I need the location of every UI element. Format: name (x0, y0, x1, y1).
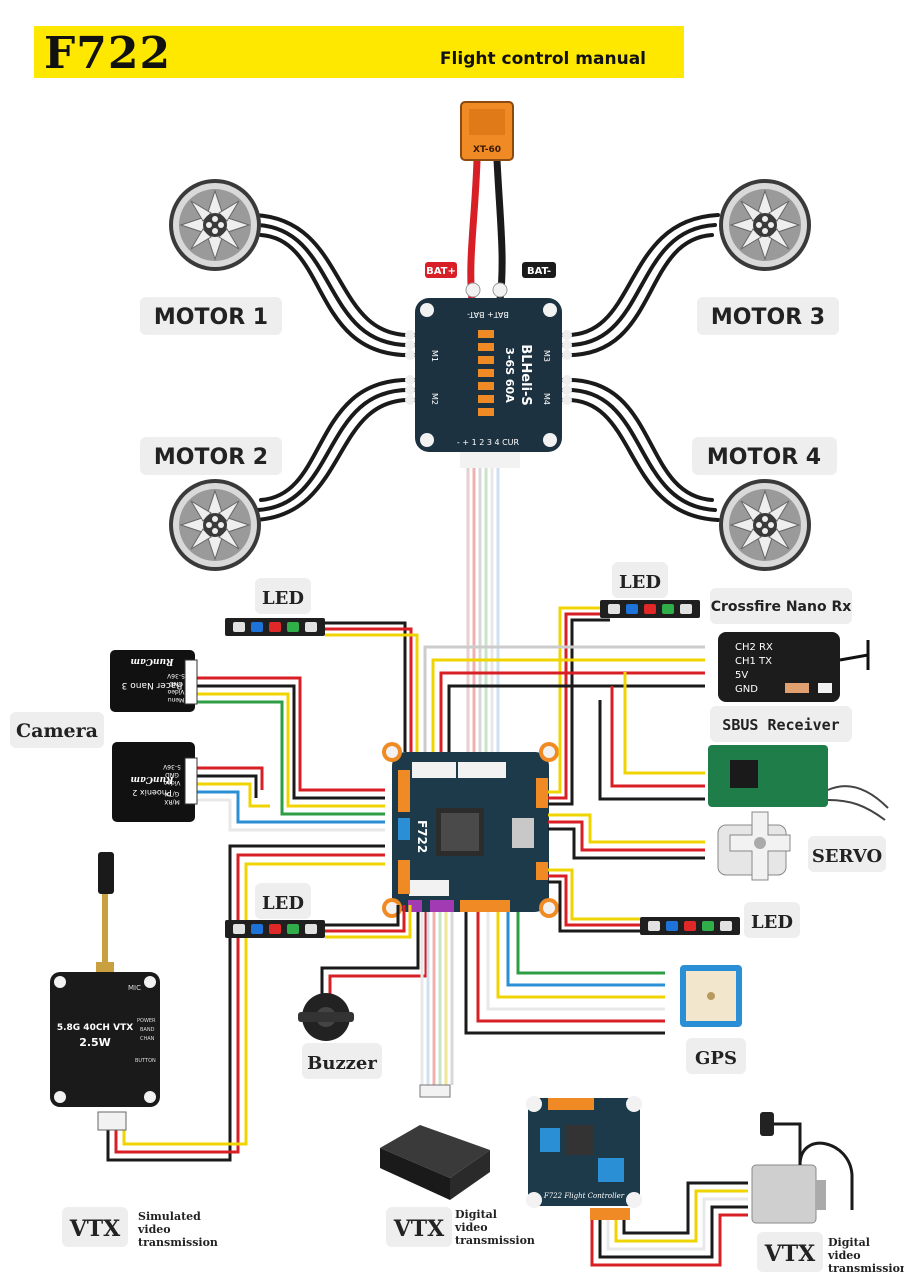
camera2-pin-4: M/RX (164, 798, 179, 805)
camera1-pin-3: Menu (168, 696, 185, 703)
camera2-brand: RunCam (130, 774, 174, 784)
camera2-pin-1: GND (165, 771, 179, 778)
vtx-side-0: POWER (137, 1018, 156, 1024)
buzzer-icon (298, 993, 354, 1041)
crossfire-pin-2: 5V (735, 670, 748, 681)
gps-wires (464, 912, 665, 1035)
vtx-label-digital-1: VTX (393, 1216, 445, 1242)
camera2-model: Phoenix 2 (132, 788, 171, 797)
caption-simulated: Simulated video transmission (138, 1210, 218, 1249)
esc-ribbon-cable (466, 468, 500, 760)
buzzer-wires (320, 912, 428, 1000)
camera-phoenix-2 (112, 742, 198, 822)
bat-minus-badge (522, 262, 556, 278)
camera1-pin-2: Video (167, 688, 184, 695)
vtx-side-1: BAND (140, 1027, 155, 1033)
vtx-side-3: BUTTON (135, 1058, 156, 1064)
caption-digital-1: Digital video transmission (455, 1208, 535, 1247)
led-strip-right-top (600, 600, 700, 618)
vtx-label-digital-2: VTX (764, 1241, 816, 1267)
sbus-label: SBUS Receiver (722, 716, 839, 734)
flight-controller-board (382, 742, 559, 918)
motor-3-label: MOTOR 3 (711, 305, 825, 330)
esc-m2: M2 (430, 393, 439, 405)
motor-2-label: MOTOR 2 (154, 445, 268, 470)
led-label-right-top: LED (619, 572, 661, 593)
camera-wires (195, 676, 385, 832)
vtx-power-label: 2.5W (79, 1036, 111, 1049)
crossfire-label: Crossfire Nano Rx (711, 599, 852, 615)
bat-plus-label: BAT+ (426, 266, 456, 277)
esc-pads-bottom: - + 1 2 3 4 CUR (457, 438, 520, 447)
gps-module (680, 965, 742, 1027)
gps-label: GPS (695, 1048, 737, 1069)
crossfire-pin-3: GND (735, 684, 758, 695)
page-subtitle: Flight control manual (439, 49, 646, 69)
battery-leads (460, 101, 514, 301)
crossfire-receiver (718, 632, 870, 702)
camera2-pin-3: G/TX (165, 790, 179, 797)
camera1-pin-1: GND (169, 680, 183, 687)
digital-vtx-module (751, 1112, 854, 1224)
motor-2-icon (168, 478, 262, 572)
receiver-wires (423, 645, 705, 860)
esc-pads-top: BAT+ BAT- (467, 310, 509, 319)
camera-racer-nano-3 (110, 650, 198, 712)
camera1-model: Racer Nano 3 (122, 680, 183, 690)
led-label-right-bottom: LED (751, 912, 793, 933)
vtx-label-analog: VTX (69, 1216, 121, 1242)
vtx-side-2: CHAN (140, 1036, 155, 1042)
camera-label: Camera (16, 720, 98, 742)
motor-1-icon (168, 178, 262, 272)
esc-rating: 3-6S 60A (503, 347, 516, 403)
camera2-pin-0: 5-36V (162, 763, 181, 770)
header-banner: F722 Flight control manual (34, 26, 684, 79)
dji-ribbon-cable (420, 912, 454, 1085)
camera1-brand: RunCam (130, 656, 174, 666)
vtx-analog-wires (106, 844, 385, 1162)
sbus-receiver (708, 745, 889, 821)
bat-minus-label: BAT- (527, 266, 551, 277)
vtx-mic-label: MIC (128, 984, 141, 992)
esc-brand: BLHeli-S (518, 344, 533, 406)
led-wires (325, 606, 640, 939)
vtx-model-label: 5.8G 40CH VTX (57, 1023, 133, 1033)
page-title: F722 (44, 28, 172, 79)
esc-m1: M1 (430, 350, 439, 362)
camera2-pin-2: Video (163, 779, 180, 786)
camera1-pin-0: 5-36V (166, 672, 185, 679)
led-label-left-top: LED (262, 588, 304, 609)
servo-label: SERVO (812, 846, 882, 867)
servo-icon (717, 811, 791, 881)
crossfire-pin-0: CH2 RX (735, 642, 773, 653)
crossfire-pin-1: CH1 TX (735, 656, 772, 667)
motor-4-label: MOTOR 4 (707, 445, 821, 470)
caption-digital-2: Digital video transmission (828, 1236, 904, 1275)
led-strip-right-bottom (640, 917, 740, 935)
dji-air-unit-icon (380, 1084, 490, 1200)
xt60-label: XT-60 (473, 145, 501, 155)
dji-fc-wires (590, 1181, 748, 1267)
led-strip-left-top (225, 618, 325, 636)
vtx-analog-module (50, 852, 160, 1131)
esc-m3: M3 (542, 350, 551, 362)
bat-plus-badge (425, 262, 457, 278)
buzzer-label: Buzzer (307, 1053, 377, 1074)
led-label-left-bottom: LED (262, 893, 304, 914)
led-strip-left-bottom (225, 920, 325, 938)
motor-1-label: MOTOR 1 (154, 305, 268, 330)
motor-wires (253, 213, 720, 522)
motor-3-icon (718, 178, 812, 272)
fc-label: F722 (415, 820, 429, 853)
esc-m4: M4 (542, 393, 551, 405)
motor-4-icon (718, 478, 812, 572)
dji-flight-controller (526, 1096, 642, 1220)
labels (10, 297, 886, 1272)
esc-board (405, 298, 572, 468)
dji-fc-label: F722 Flight Controller (543, 1192, 625, 1200)
